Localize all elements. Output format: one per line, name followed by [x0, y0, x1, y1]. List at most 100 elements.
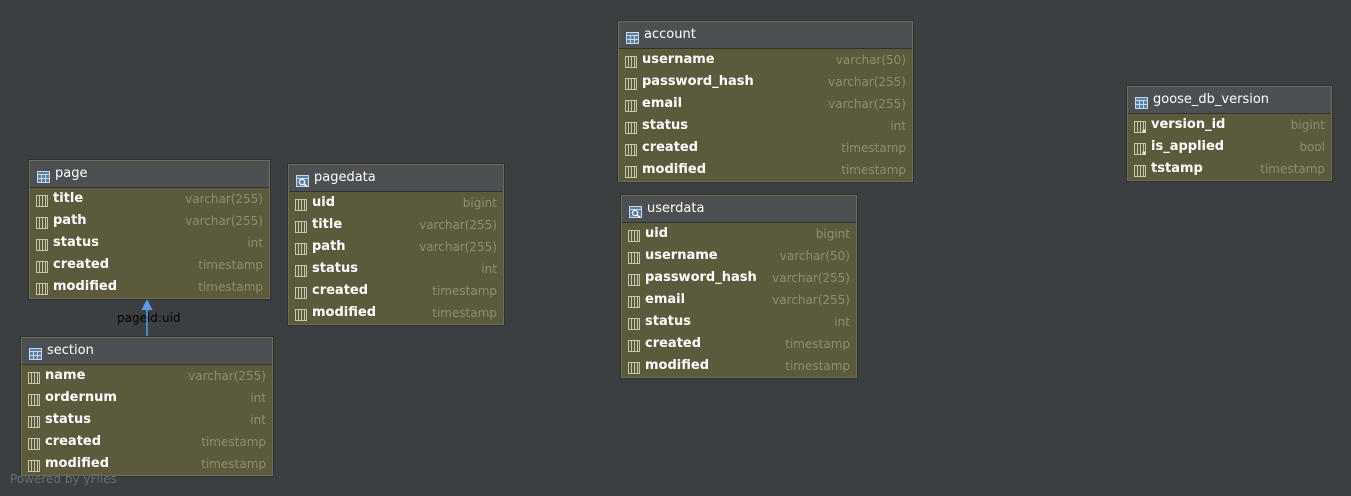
column-type: bigint	[462, 196, 497, 210]
table-header[interactable]: goose_db_version	[1128, 87, 1331, 114]
table-title: userdata	[647, 201, 705, 216]
column-type: varchar(255)	[185, 214, 263, 228]
view-icon	[629, 202, 642, 219]
table-header[interactable]: pagedata	[289, 165, 503, 192]
column-name: modified	[53, 279, 117, 294]
table-title: page	[55, 166, 88, 181]
column-name: created	[645, 336, 702, 351]
table-title: goose_db_version	[1153, 92, 1270, 107]
key-column-icon	[1134, 141, 1146, 155]
column-name: uid	[312, 195, 336, 210]
column-icon	[628, 294, 640, 308]
column-type: int	[481, 262, 497, 276]
column-icon	[1134, 163, 1146, 177]
column-type: timestamp	[198, 258, 263, 272]
column-icon	[295, 307, 307, 321]
column-name: status	[645, 314, 691, 329]
column-row[interactable]: path varchar(255)	[30, 210, 269, 232]
column-name: path	[53, 213, 87, 228]
column-type: timestamp	[785, 359, 850, 373]
table-header[interactable]: section	[22, 338, 272, 365]
arrow-head-icon	[141, 299, 153, 310]
column-icon	[628, 360, 640, 374]
column-type: varchar(255)	[828, 97, 906, 111]
column-name: status	[53, 235, 99, 250]
column-type: bigint	[815, 227, 850, 241]
column-type: timestamp	[198, 280, 263, 294]
column-row[interactable]: uid bigint	[289, 192, 503, 214]
column-row[interactable]: path varchar(255)	[289, 236, 503, 258]
column-type: varchar(255)	[828, 75, 906, 89]
table-icon	[37, 167, 50, 183]
table-header[interactable]: page	[30, 161, 269, 188]
column-icon	[28, 436, 40, 450]
column-icon	[295, 285, 307, 299]
column-name: title	[312, 217, 343, 232]
column-icon	[295, 219, 307, 233]
column-type: timestamp	[201, 435, 266, 449]
column-row[interactable]: created timestamp	[22, 431, 272, 453]
column-name: created	[45, 434, 102, 449]
column-name: email	[645, 292, 686, 307]
column-name: tstamp	[1151, 161, 1203, 176]
column-icon	[625, 142, 637, 156]
column-icon	[625, 164, 637, 178]
column-type: varchar(255)	[185, 192, 263, 206]
column-name: uid	[645, 226, 669, 241]
column-type: timestamp	[432, 284, 497, 298]
column-name: name	[45, 368, 86, 383]
table-header[interactable]: account	[619, 22, 912, 49]
column-row[interactable]: password_hash varchar(255)	[619, 71, 912, 93]
key-column-icon	[1134, 119, 1146, 133]
column-row[interactable]: uid bigint	[622, 223, 856, 245]
column-name: ordernum	[45, 390, 117, 405]
column-icon	[28, 370, 40, 384]
column-type: varchar(255)	[772, 271, 850, 285]
column-icon	[295, 241, 307, 255]
table-header[interactable]: userdata	[622, 196, 856, 223]
relation-label: pageid:uid	[117, 311, 181, 325]
column-name: path	[312, 239, 346, 254]
column-row[interactable]: modified timestamp	[30, 276, 269, 298]
watermark: Powered by yFiles	[10, 472, 117, 486]
column-name: password_hash	[642, 74, 754, 89]
column-icon	[628, 228, 640, 242]
column-name: version_id	[1151, 117, 1226, 132]
table-title: account	[644, 27, 696, 42]
column-type: int	[890, 119, 906, 133]
column-type: varchar(255)	[419, 240, 497, 254]
